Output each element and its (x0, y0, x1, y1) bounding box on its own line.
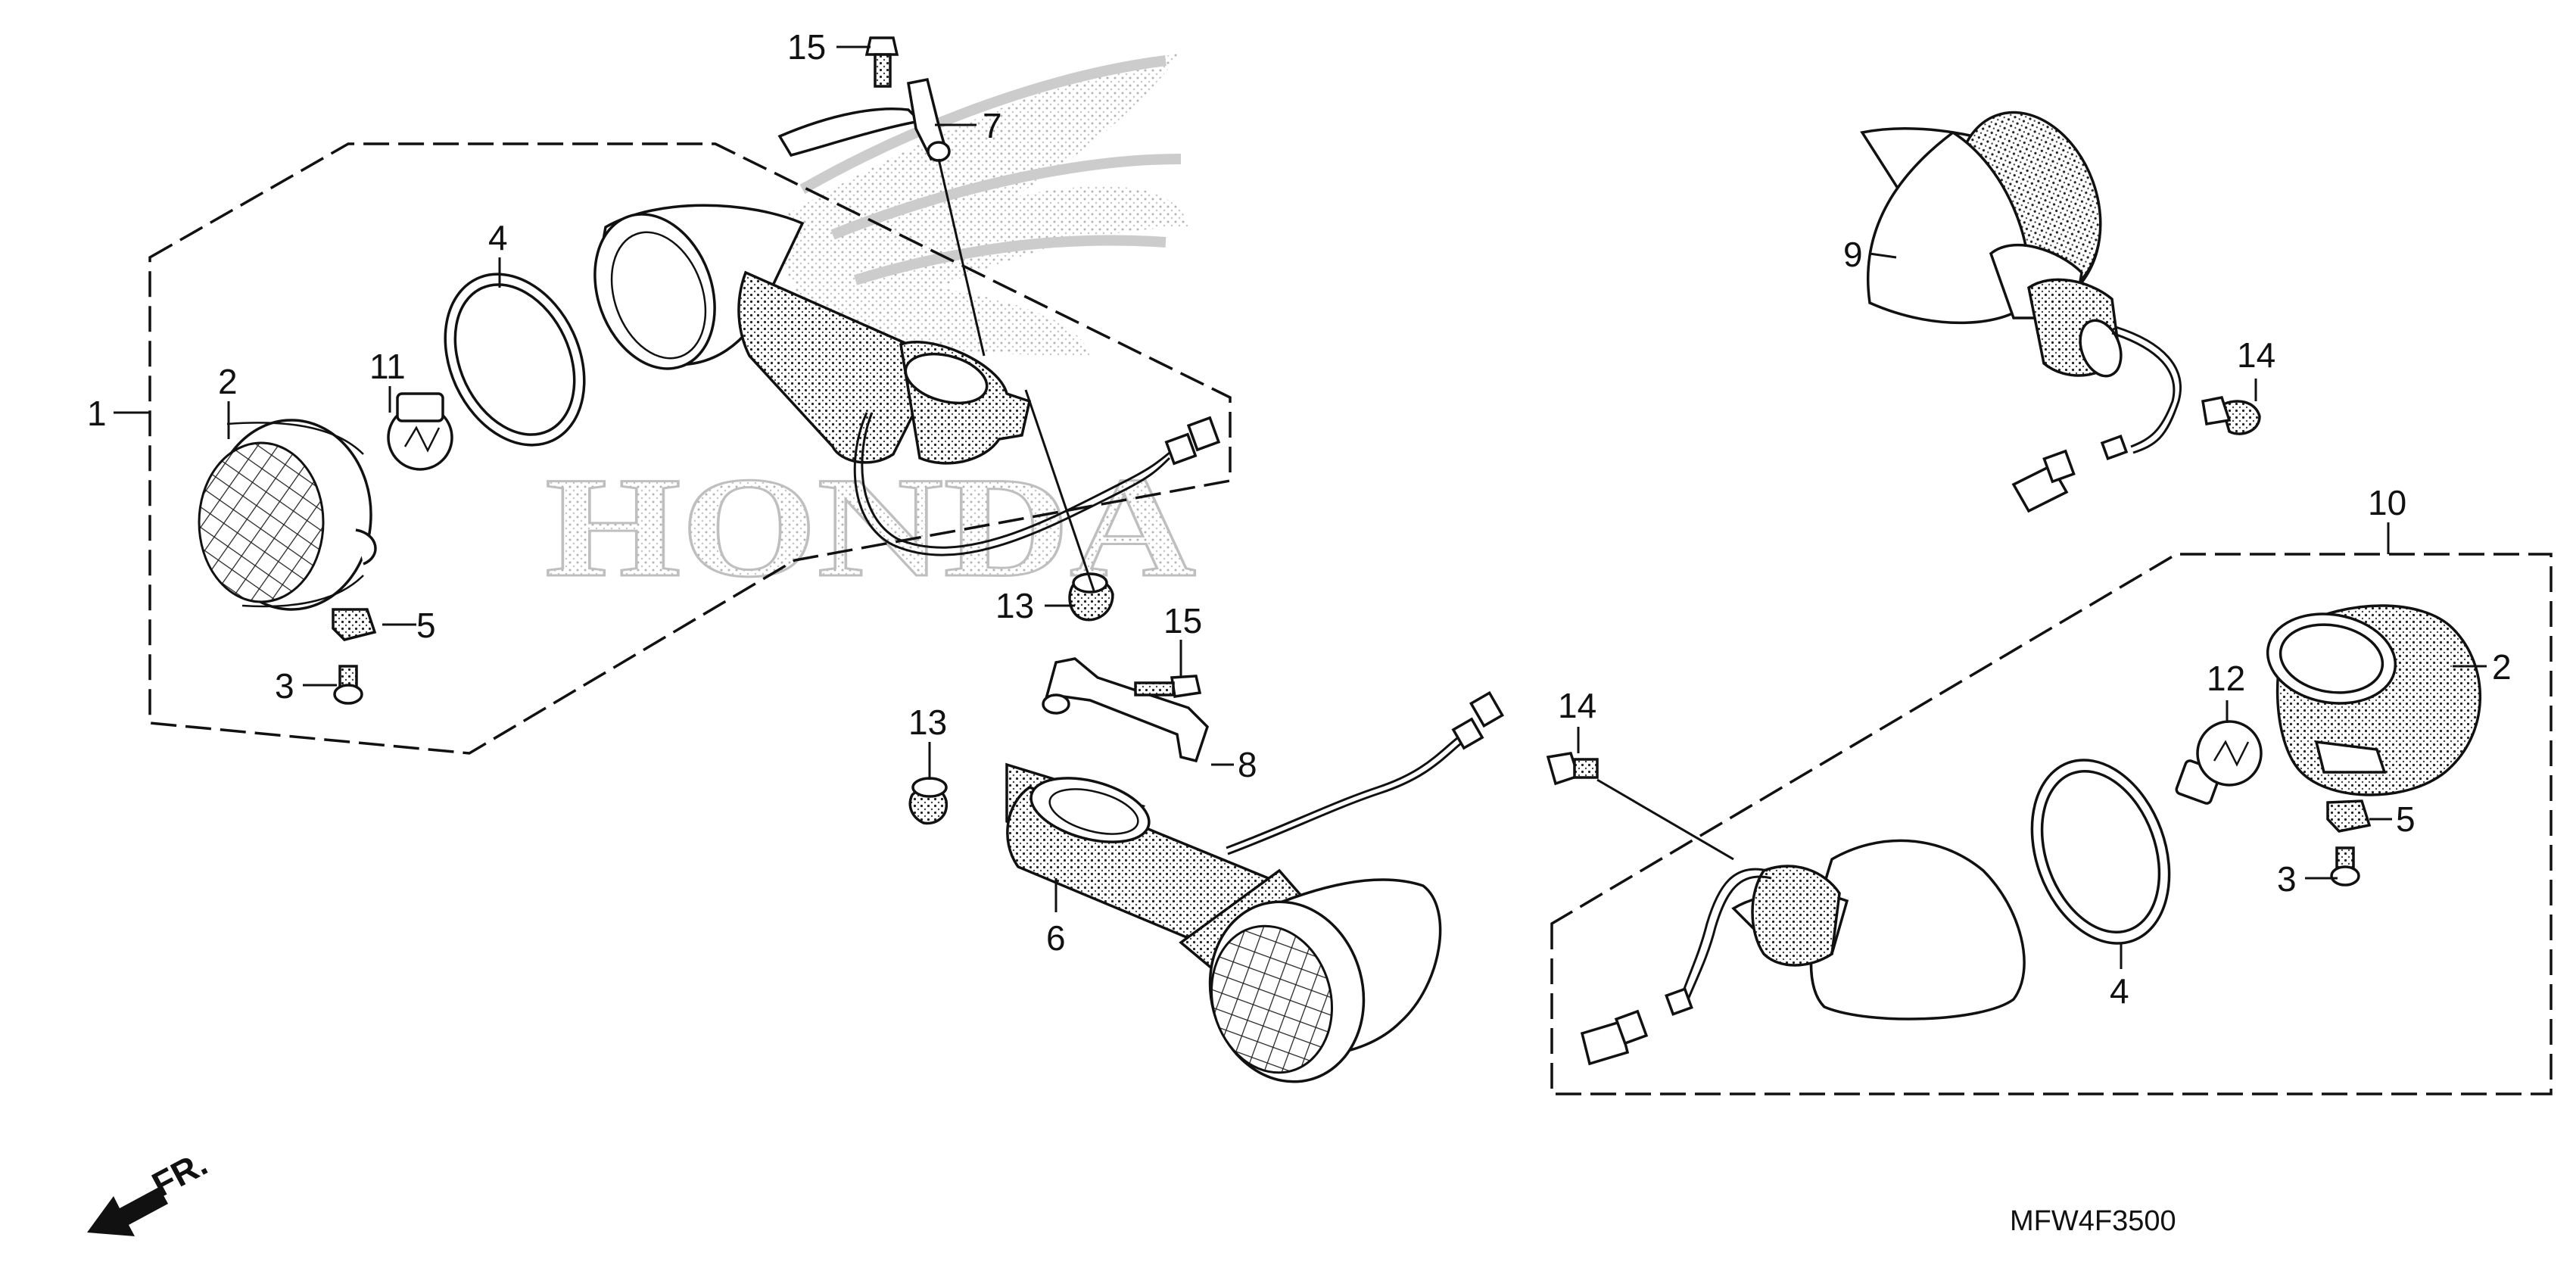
nut-right (2326, 799, 2372, 833)
screw-left (333, 665, 363, 705)
lens-right (2266, 604, 2481, 796)
callout-10: 10 (2368, 483, 2406, 522)
callout-6: 6 (1046, 918, 1066, 958)
wire-left (853, 412, 1221, 556)
bracket-8 (1042, 657, 1210, 763)
callout-14-top: 14 (2237, 335, 2275, 375)
leader-lines (114, 45, 2487, 969)
stay-6 (1005, 762, 1442, 1083)
wire-9 (2011, 326, 2182, 513)
callout-13-center: 13 (908, 703, 947, 742)
bolt-14-top (2201, 395, 2261, 435)
callouts: 1 2 3 4 5 11 15 7 13 15 8 13 6 9 14 10 2… (87, 27, 2512, 1011)
callout-2-left: 2 (218, 362, 238, 401)
front-direction-arrow: FR. (87, 1143, 213, 1236)
callout-7: 7 (983, 106, 1002, 145)
nut-left (332, 608, 377, 641)
bulb-left (387, 392, 453, 471)
assembly-10-boundary (1550, 553, 2553, 1095)
callout-15-top: 15 (787, 27, 826, 67)
bolt-14-bottom (1546, 752, 1599, 786)
callout-5-right: 5 (2396, 799, 2416, 839)
bulb-right (2175, 720, 2263, 805)
callout-3-left: 3 (275, 666, 294, 706)
bolt-15-top (864, 36, 899, 88)
callout-9: 9 (1843, 235, 1863, 274)
assembly-1-boundary (148, 142, 1232, 755)
callout-14-bottom: 14 (1558, 686, 1596, 725)
winker-assembly-9 (1860, 111, 2123, 378)
winker-housing-left (593, 204, 1032, 465)
wire-right (1580, 868, 1772, 1066)
cap-nut-13-top (1068, 572, 1114, 622)
callout-13-top: 13 (995, 586, 1034, 625)
holder-bracket-7 (777, 77, 951, 162)
callout-12: 12 (2207, 659, 2245, 698)
lens-left (198, 419, 377, 611)
callout-3-right: 3 (2277, 859, 2297, 899)
callout-15-center: 15 (1163, 601, 1202, 640)
callout-8: 8 (1238, 745, 1257, 784)
winker-housing-right (1731, 839, 2026, 1021)
bolt-15-center (1134, 675, 1202, 698)
cap-nut-13-center (908, 777, 948, 825)
ring-right (2030, 759, 2171, 945)
callout-1: 1 (87, 394, 107, 433)
screw-right (2330, 846, 2360, 887)
callout-5-left: 5 (416, 606, 436, 645)
callout-2-right: 2 (2492, 647, 2512, 687)
wire-center (1226, 690, 1505, 855)
diagram-code: MFW4F3500 (2010, 1205, 2176, 1237)
callout-11: 11 (369, 347, 406, 386)
callout-4-right: 4 (2110, 971, 2129, 1011)
ring-left (444, 273, 586, 447)
callout-4-left: 4 (488, 218, 508, 257)
